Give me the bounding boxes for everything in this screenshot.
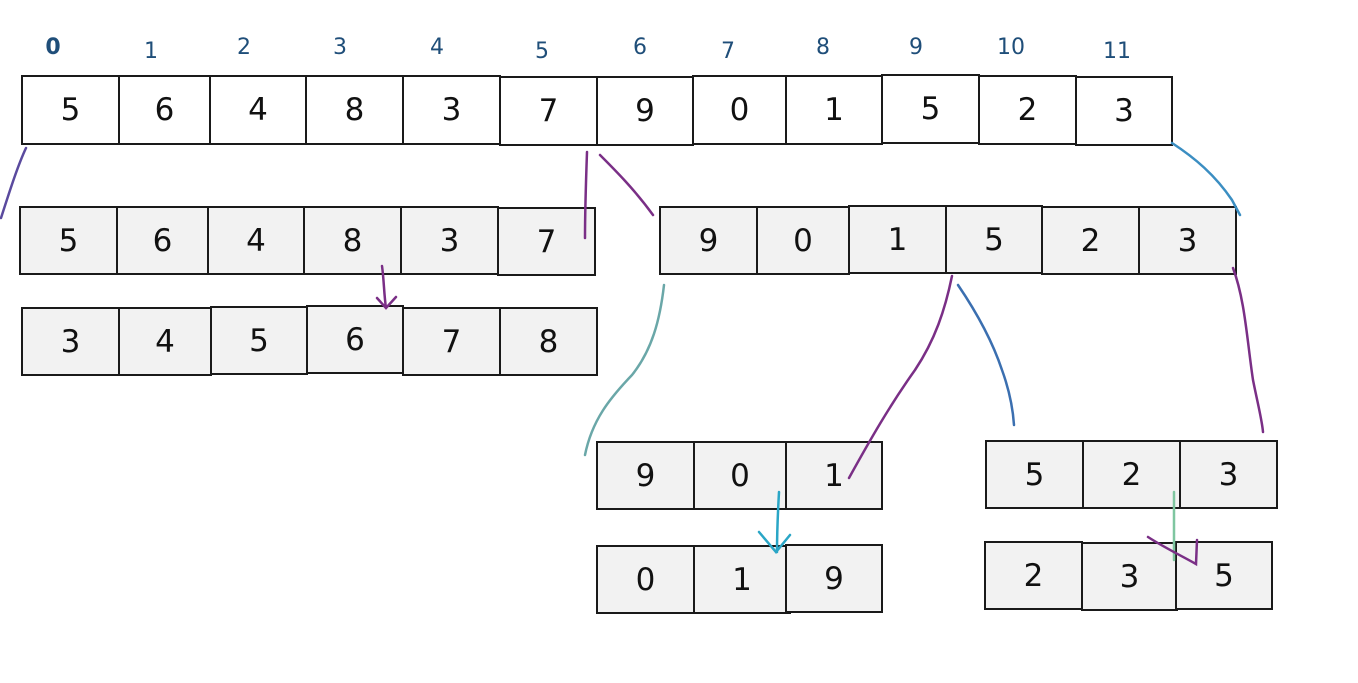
- index-label: 0: [45, 35, 61, 60]
- array-cell: 5: [881, 74, 980, 144]
- sort-arrow: [757, 490, 792, 554]
- array-cell: 7: [497, 207, 596, 276]
- split-stroke: [0, 146, 28, 220]
- array-cell: 8: [305, 75, 404, 145]
- array-cell: 1: [693, 545, 791, 614]
- index-label: 4: [430, 35, 444, 60]
- array-cell: 8: [303, 206, 402, 275]
- array-cell: 5: [945, 205, 1043, 274]
- index-label: 2: [237, 35, 251, 60]
- array-cell: 5: [210, 306, 308, 375]
- array-cell: 2: [1082, 440, 1181, 509]
- array-cell: 8: [499, 307, 598, 376]
- index-label: 10: [997, 35, 1025, 60]
- array-cell: 3: [21, 307, 120, 376]
- array-cell: 1: [785, 441, 883, 510]
- array-cell: 4: [209, 75, 307, 145]
- array-cell: 5: [1175, 541, 1273, 610]
- array-cell: 0: [693, 441, 787, 510]
- array-cell: 9: [596, 441, 695, 510]
- array-cell: 2: [978, 75, 1077, 145]
- array-cell: 2: [984, 541, 1083, 610]
- array-cell: 3: [1075, 76, 1173, 146]
- index-label: 3: [333, 35, 347, 60]
- index-label: 9: [909, 35, 923, 60]
- array-cell: 0: [756, 206, 850, 275]
- sort-arrow: [1146, 535, 1199, 567]
- index-label: 11: [1103, 39, 1131, 64]
- split-stroke: [1231, 266, 1265, 434]
- split-stroke: [956, 283, 1016, 427]
- array-cell: 0: [596, 545, 695, 614]
- array-cell: 9: [785, 544, 883, 613]
- array-cell: 2: [1041, 206, 1140, 275]
- index-label: 8: [816, 35, 830, 60]
- sort-arrow: [375, 264, 398, 310]
- array-cell: 3: [1179, 440, 1278, 509]
- array-cell: 3: [1081, 542, 1178, 611]
- split-stroke: [583, 150, 589, 240]
- array-cell: 3: [400, 206, 499, 275]
- index-label: 1: [144, 39, 158, 64]
- index-label: 7: [721, 39, 735, 64]
- array-cell: 4: [118, 307, 212, 376]
- split-stroke: [598, 153, 655, 217]
- array-cell: 9: [659, 206, 758, 275]
- array-cell: 3: [402, 75, 501, 145]
- index-label: 6: [633, 35, 647, 60]
- array-cell: 6: [118, 75, 211, 145]
- array-cell: 3: [1138, 206, 1237, 275]
- array-cell: 6: [306, 305, 404, 374]
- split-stroke: [1170, 141, 1242, 217]
- index-label: 5: [535, 39, 549, 64]
- array-cell: 9: [596, 76, 694, 146]
- split-stroke: [583, 283, 666, 457]
- array-cell: 4: [207, 206, 305, 275]
- split-stroke: [847, 274, 954, 480]
- array-cell: 1: [785, 75, 883, 145]
